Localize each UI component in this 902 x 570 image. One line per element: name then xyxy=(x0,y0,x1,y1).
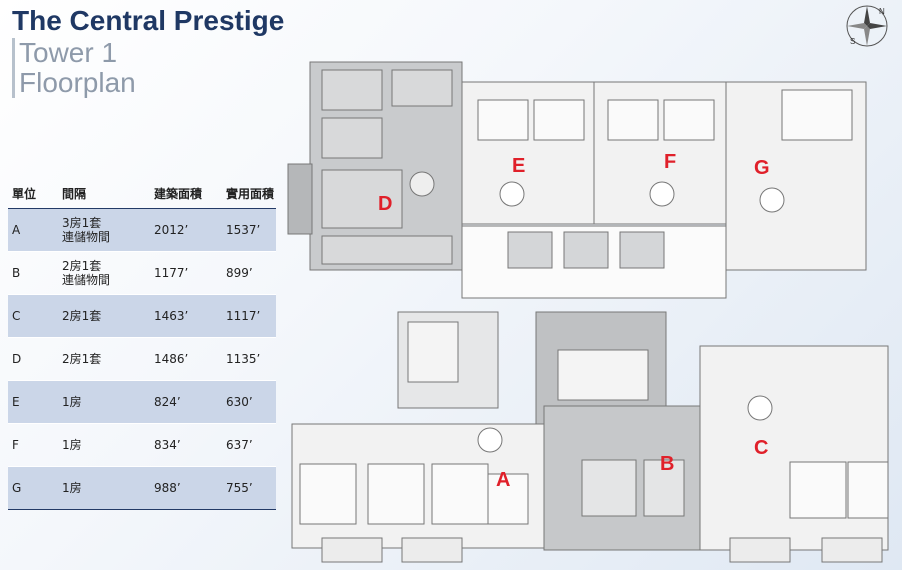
floorplan-drawing: D E F G A B C xyxy=(287,61,889,563)
compass-s-label: S xyxy=(850,37,855,46)
cell-layout-line2: 連儲物間 xyxy=(62,230,111,244)
title-block: The Central Prestige Tower 1 Floorplan xyxy=(12,4,284,98)
cell-saleable: 1135’ xyxy=(222,337,276,381)
table-header-row: 單位 間隔 建築面積 實用面積 xyxy=(8,178,276,209)
page-title: The Central Prestige xyxy=(12,5,285,36)
table-row: B 2房1套連儲物間 1177’ 899’ xyxy=(8,251,276,295)
cell-saleable: 755’ xyxy=(222,466,276,510)
table-row: E 1房 824’ 630’ xyxy=(8,380,276,424)
cell-layout: 1房 xyxy=(58,423,150,467)
unit-label-e: E xyxy=(512,155,525,177)
table-row: A 3房1套連儲物間 2012’ 1537’ xyxy=(8,208,276,252)
table-row: G 1房 988’ 755’ xyxy=(8,466,276,510)
cell-layout: 1房 xyxy=(58,380,150,424)
unit-label-a: A xyxy=(496,469,510,491)
cell-gross: 1177’ xyxy=(150,251,222,295)
unit-label-d: D xyxy=(378,193,392,215)
cell-unit: D xyxy=(8,337,58,381)
unit-label-c: C xyxy=(754,437,768,459)
cell-unit: F xyxy=(8,423,58,467)
page-subtitle-tower: Tower 1 xyxy=(12,38,284,68)
cell-gross: 1463’ xyxy=(150,294,222,338)
cell-layout-line1: 3房1套 xyxy=(62,216,102,230)
cell-saleable: 899’ xyxy=(222,251,276,295)
table-row: D 2房1套 1486’ 1135’ xyxy=(8,337,276,381)
cell-unit: G xyxy=(8,466,58,510)
cell-saleable: 1117’ xyxy=(222,294,276,338)
unit-label-b: B xyxy=(660,453,674,475)
cell-layout: 3房1套連儲物間 xyxy=(58,208,150,252)
compass-n-label: N xyxy=(879,7,885,16)
cell-layout-line1: 2房1套 xyxy=(62,259,102,273)
cell-layout: 1房 xyxy=(58,466,150,510)
cell-saleable: 630’ xyxy=(222,380,276,424)
cell-gross: 2012’ xyxy=(150,208,222,252)
header-gross-area: 建築面積 xyxy=(150,178,222,209)
page-subtitle-floorplan: Floorplan xyxy=(12,68,284,98)
cell-layout: 2房1套 xyxy=(58,294,150,338)
unit-table: 單位 間隔 建築面積 實用面積 A 3房1套連儲物間 2012’ 1537’ B… xyxy=(8,178,276,510)
cell-layout: 2房1套連儲物間 xyxy=(58,251,150,295)
cell-unit: C xyxy=(8,294,58,338)
table-row: C 2房1套 1463’ 1117’ xyxy=(8,294,276,338)
unit-label-g: G xyxy=(754,157,770,179)
header-saleable-area: 實用面積 xyxy=(222,178,276,209)
cell-unit: A xyxy=(8,208,58,252)
header-layout: 間隔 xyxy=(58,178,150,209)
header-unit: 單位 xyxy=(8,178,58,209)
cell-gross: 1486’ xyxy=(150,337,222,381)
cell-gross: 834’ xyxy=(150,423,222,467)
cell-gross: 824’ xyxy=(150,380,222,424)
floorplan-walls xyxy=(287,61,889,563)
cell-gross: 988’ xyxy=(150,466,222,510)
cell-layout: 2房1套 xyxy=(58,337,150,381)
cell-unit: E xyxy=(8,380,58,424)
table-row: F 1房 834’ 637’ xyxy=(8,423,276,467)
compass-icon: N S xyxy=(846,5,888,47)
cell-saleable: 1537’ xyxy=(222,208,276,252)
unit-label-f: F xyxy=(664,151,676,173)
cell-unit: B xyxy=(8,251,58,295)
cell-saleable: 637’ xyxy=(222,423,276,467)
cell-layout-line2: 連儲物間 xyxy=(62,273,111,287)
